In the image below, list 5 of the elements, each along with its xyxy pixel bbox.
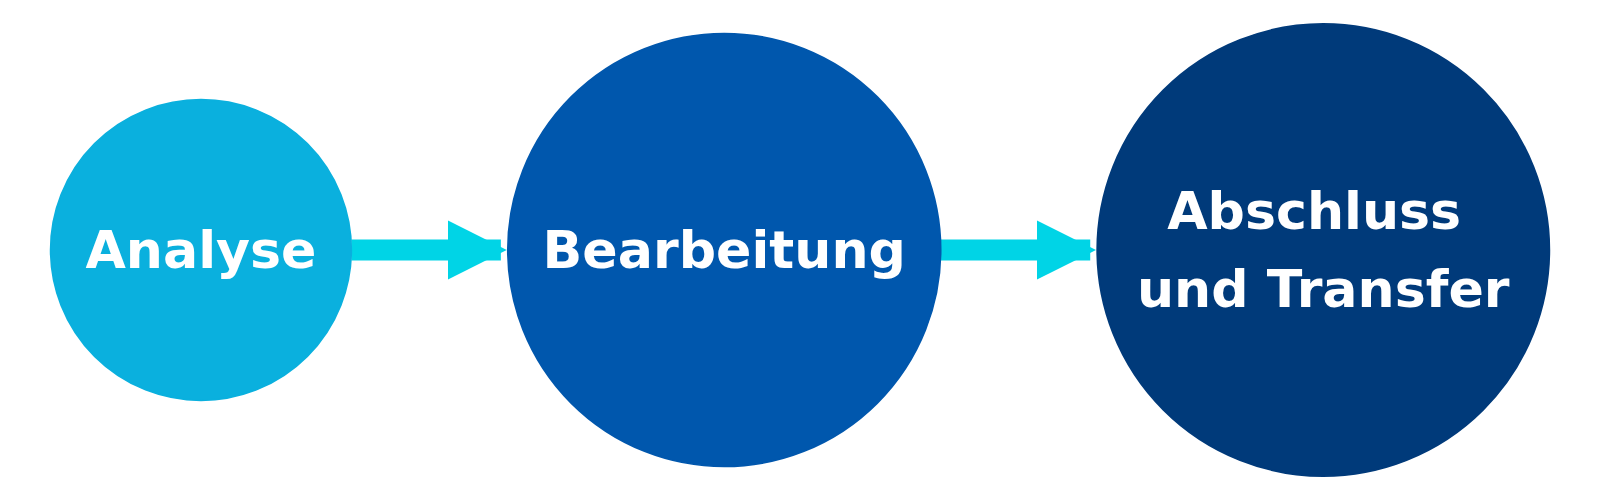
circle-node: Abschluss und Transfer (1096, 23, 1551, 477)
arrow (351, 220, 507, 280)
circle-node: Analyse (49, 98, 353, 402)
circle-node: Bearbeitung (506, 32, 942, 468)
arrow (940, 220, 1097, 280)
